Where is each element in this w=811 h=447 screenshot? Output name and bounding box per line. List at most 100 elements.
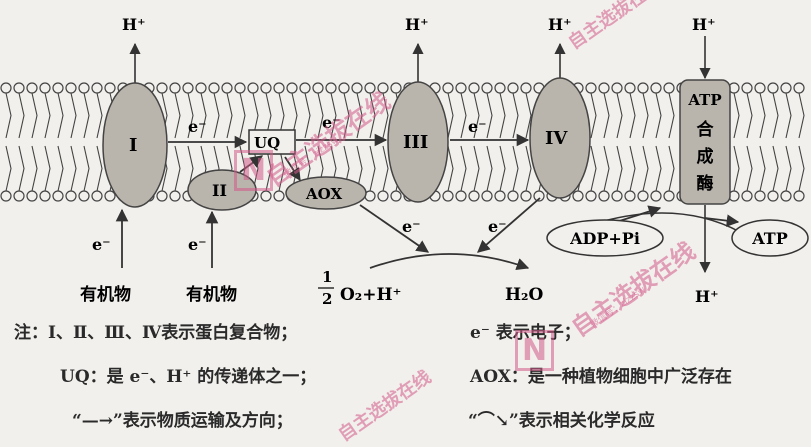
lipid-tail — [500, 146, 505, 191]
electron-label: e⁻ — [92, 235, 111, 254]
lipid-tail — [643, 93, 648, 138]
electron-label: e⁻ — [468, 117, 487, 136]
lipid-head — [443, 191, 453, 201]
atp-synthase-label: ATP — [687, 91, 721, 109]
lipid-head — [612, 191, 622, 201]
electron-label: e⁻ — [488, 217, 507, 236]
lipid-tail — [32, 93, 37, 138]
lipid-head — [573, 191, 583, 201]
lipid-head — [638, 83, 648, 93]
electron-label: e⁻ — [402, 217, 421, 236]
lipid-head — [742, 191, 752, 201]
note-line-2-left: UQ：是 e⁻、H⁺ 的传递体之一； — [60, 362, 316, 387]
lipid-tail — [656, 93, 661, 138]
lipid-tail — [58, 93, 63, 138]
complex-i-label: I — [129, 135, 137, 156]
lipid-head — [781, 191, 791, 201]
lipid-tail — [461, 146, 466, 191]
lipid-head — [508, 191, 518, 201]
lipid-tail — [773, 146, 778, 191]
lipid-head — [794, 83, 804, 93]
lipid-tail — [669, 93, 674, 138]
lipid-head — [339, 83, 349, 93]
lipid-tail — [175, 146, 180, 191]
lipid-tail — [799, 93, 804, 138]
lipid-tail — [760, 146, 765, 191]
lipid-head — [612, 83, 622, 93]
lipid-head — [586, 83, 596, 93]
water-label: H₂O — [505, 285, 544, 305]
lipid-tail — [669, 146, 674, 191]
lipid-tail — [45, 146, 50, 191]
electron-label: e⁻ — [188, 235, 207, 254]
lipid-head — [14, 191, 24, 201]
lipid-tail — [500, 93, 505, 138]
complex-ii-label: II — [212, 181, 227, 200]
lipid-tail — [474, 146, 479, 191]
lipid-head — [14, 83, 24, 93]
lipid-head — [66, 191, 76, 201]
lipid-tail — [656, 146, 661, 191]
lipid-head — [53, 83, 63, 93]
lipid-head — [66, 83, 76, 93]
lipid-tail — [630, 93, 635, 138]
lipid-head — [196, 83, 206, 93]
lipid-head — [768, 83, 778, 93]
lipid-head — [664, 83, 674, 93]
lipid-head — [651, 83, 661, 93]
note-line-3-left: “—→”表示物质运输及方向； — [72, 406, 293, 431]
complex-iii-label: III — [403, 132, 428, 153]
lipid-tail — [227, 93, 232, 138]
organic-matter-label: 有机物 — [186, 284, 237, 305]
lipid-head — [664, 191, 674, 201]
h-plus-label: H⁺ — [405, 15, 429, 34]
lipid-head — [92, 191, 102, 201]
atp-label: ATP — [751, 229, 787, 248]
lipid-tail — [747, 93, 752, 138]
oxygen-label: O₂+H⁺ — [340, 285, 402, 305]
lipid-head — [222, 83, 232, 93]
lipid-head — [391, 191, 401, 201]
lipid-tail — [175, 93, 180, 138]
lipid-head — [638, 191, 648, 201]
lipid-tail — [617, 93, 622, 138]
lipid-head — [599, 191, 609, 201]
lipid-tail — [19, 146, 24, 191]
lipid-head — [755, 191, 765, 201]
lipid-tail — [734, 146, 739, 191]
lipid-tail — [786, 93, 791, 138]
lipid-head — [1, 83, 11, 93]
lipid-tail — [448, 146, 453, 191]
lipid-tail — [773, 93, 778, 138]
lipid-tail — [58, 146, 63, 191]
lipid-tail — [84, 93, 89, 138]
lipid-tail — [97, 146, 102, 191]
lipid-head — [183, 83, 193, 93]
lipid-head — [287, 83, 297, 93]
lipid-head — [482, 83, 492, 93]
lipid-tail — [643, 146, 648, 191]
lipid-tail — [604, 93, 609, 138]
watermark-logo: N — [234, 150, 273, 191]
lipid-head — [209, 83, 219, 93]
lipid-tail — [32, 146, 37, 191]
lipid-head — [469, 191, 479, 201]
lipid-head — [157, 83, 167, 93]
lipid-tail — [461, 93, 466, 138]
lipid-tail — [97, 93, 102, 138]
lipid-head — [53, 191, 63, 201]
lipid-head — [274, 83, 284, 93]
note-line-3-right: “⌒↘”表示相关化学反应 — [468, 406, 655, 431]
lipid-head — [79, 191, 89, 201]
lipid-tail — [71, 93, 76, 138]
lipid-tail — [240, 93, 245, 138]
lipid-head — [313, 83, 323, 93]
lipid-tail — [448, 93, 453, 138]
h-plus-bottom-label: H⁺ — [695, 287, 719, 306]
lipid-tail — [487, 93, 492, 138]
lipid-head — [742, 83, 752, 93]
watermark-logo: N — [515, 330, 554, 371]
lipid-head — [651, 191, 661, 201]
lipid-head — [79, 83, 89, 93]
o2-fraction-denominator: 2 — [322, 290, 332, 308]
